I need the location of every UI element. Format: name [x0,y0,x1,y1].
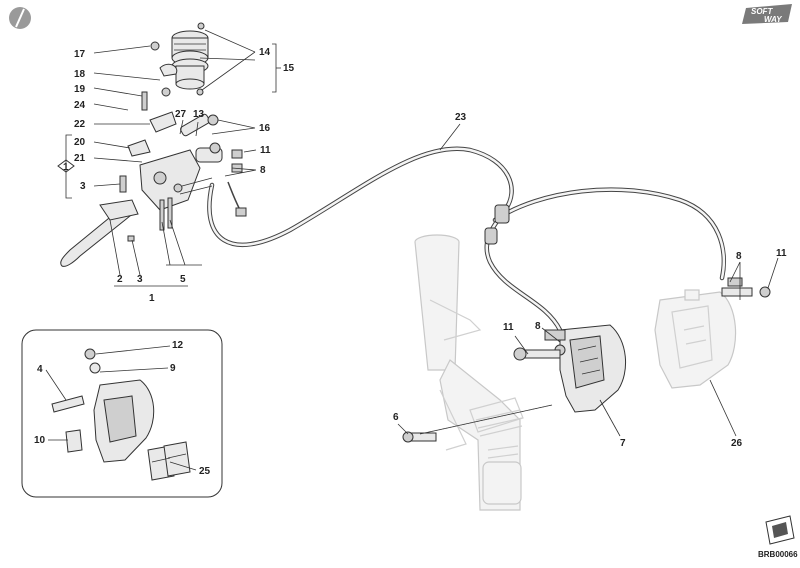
corner-mark-icon [9,7,31,29]
label-15: 15 [283,63,295,74]
label-4: 4 [37,364,43,375]
label-8a: 8 [260,165,266,176]
label-19: 19 [74,84,86,95]
label-8b: 8 [535,321,541,332]
label-24: 24 [74,100,86,111]
brake-caliper-26 [654,277,771,389]
label-10: 10 [34,435,46,446]
logo-line1: SOFT [751,7,773,16]
drawing-code: BRB00066 [758,550,798,559]
label-7: 7 [620,438,626,449]
label-13: 13 [193,109,205,120]
label-12: 12 [172,340,184,351]
softway-logo: SOFT WAY [742,4,792,24]
label-16: 16 [259,123,271,134]
label-14: 14 [259,47,271,58]
brake-caliper-7 [513,324,627,413]
fork-leg-ghost [414,234,524,511]
label-3a: 3 [80,181,86,192]
label-27: 27 [175,109,187,120]
label-11c: 11 [776,248,787,259]
label-6: 6 [393,412,399,423]
master-cylinder [60,22,247,267]
page-turn-icon[interactable] [765,515,795,545]
label-2: 2 [117,274,123,285]
label-20: 20 [74,137,86,148]
leader-lines [45,29,779,471]
label-5: 5 [180,274,186,285]
brake-hose-23 [207,146,727,333]
label-25: 25 [199,466,211,477]
label-9: 9 [170,363,176,374]
bolt-6 [402,431,437,443]
label-21: 21 [74,153,86,164]
label-26: 26 [731,438,743,449]
label-23: 23 [455,112,467,123]
label-8c: 8 [736,251,742,262]
label-11b: 11 [503,322,514,333]
label-22: 22 [74,119,86,130]
label-17: 17 [74,49,86,60]
part-labels: 17 18 19 24 22 20 21 3 27 13 14 15 16 11… [34,47,787,477]
label-1: 1 [149,293,155,304]
callout-brackets [65,43,281,287]
label-18: 18 [74,69,86,80]
label-3b: 3 [137,274,143,285]
logo-line2: WAY [764,15,782,24]
detail-inset [21,329,223,498]
label-11a: 11 [260,145,271,156]
